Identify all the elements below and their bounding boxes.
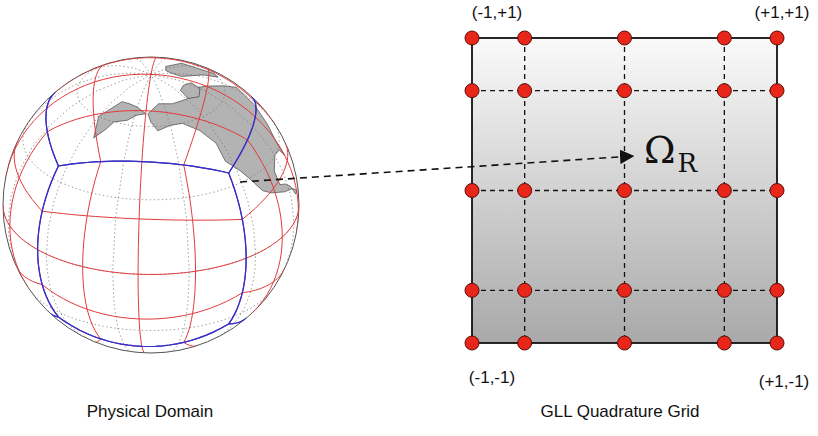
element-edge [10, 132, 47, 288]
element-edge [184, 165, 196, 342]
panel-edge [229, 96, 256, 173]
gll-node [717, 283, 731, 297]
element-edge [142, 346, 145, 353]
gll-node [717, 336, 731, 350]
panel-edge [58, 161, 228, 173]
element-edge [6, 108, 47, 178]
domain-symbol-subscript: R [678, 148, 698, 178]
gll-node [618, 184, 632, 198]
gll-node [518, 84, 532, 98]
element-edge [3, 205, 38, 250]
element-edge [246, 205, 299, 258]
element-edge [138, 162, 142, 347]
panel-edge [58, 317, 228, 347]
globe [3, 57, 299, 353]
corner-coordinate: (-1,-1) [469, 368, 515, 388]
panel-caption: GLL Quadrature Grid [540, 402, 699, 422]
gll-node [618, 336, 632, 350]
gll-node [465, 84, 479, 98]
gll-node [717, 184, 731, 198]
panel-edge [229, 173, 246, 324]
element-edge [242, 269, 284, 293]
gll-node [618, 283, 632, 297]
element-edge [47, 74, 256, 117]
panel-edge [58, 317, 228, 347]
element-edge [95, 339, 101, 342]
element-edge [16, 267, 42, 285]
domain-symbol-main: Ω [644, 128, 676, 172]
panel-edge [46, 92, 58, 166]
panel-edge [50, 314, 58, 317]
gll-node [618, 84, 632, 98]
gll-node [770, 283, 784, 297]
reference-element [472, 38, 777, 343]
globe-disc [3, 57, 299, 353]
panel-edge [46, 92, 58, 166]
gll-node [770, 336, 784, 350]
gll-node [618, 31, 632, 45]
gll-node [717, 84, 731, 98]
element-edge [242, 143, 287, 219]
panel-edge [38, 166, 59, 317]
graticule [3, 58, 299, 353]
gll-node [717, 31, 731, 45]
gll-node [770, 84, 784, 98]
panel-edge [58, 161, 228, 173]
corner-coordinate: (+1,-1) [759, 372, 810, 392]
element-edge [255, 117, 298, 232]
panel-edge [229, 318, 247, 324]
panel-caption: Physical Domain [87, 402, 214, 422]
gll-node [465, 31, 479, 45]
element-edge [38, 250, 247, 275]
mapping-arrow [240, 156, 633, 182]
gll-node [518, 184, 532, 198]
gll-grid [465, 31, 784, 350]
element-edge [83, 162, 101, 339]
continent [94, 102, 146, 138]
gll-node [518, 31, 532, 45]
gll-node [770, 184, 784, 198]
panel-edge [229, 96, 256, 173]
corner-coordinate: (+1,+1) [755, 3, 810, 23]
element-edge [184, 342, 197, 346]
corner-coordinate: (-1,+1) [472, 3, 523, 23]
gll-node [465, 184, 479, 198]
panel-edge [229, 173, 246, 324]
gll-node [518, 283, 532, 297]
element-edge [14, 141, 42, 211]
element-edge [47, 111, 247, 140]
domain-symbol: ΩR [644, 131, 697, 169]
gll-node [465, 336, 479, 350]
gll-node [465, 283, 479, 297]
gll-node [518, 336, 532, 350]
element-edge [42, 285, 242, 320]
gll-node [770, 31, 784, 45]
element-border [472, 38, 777, 343]
panel-edge [38, 166, 59, 317]
element-edge [142, 57, 157, 161]
element-edge [42, 211, 242, 220]
element-edge [247, 140, 282, 315]
